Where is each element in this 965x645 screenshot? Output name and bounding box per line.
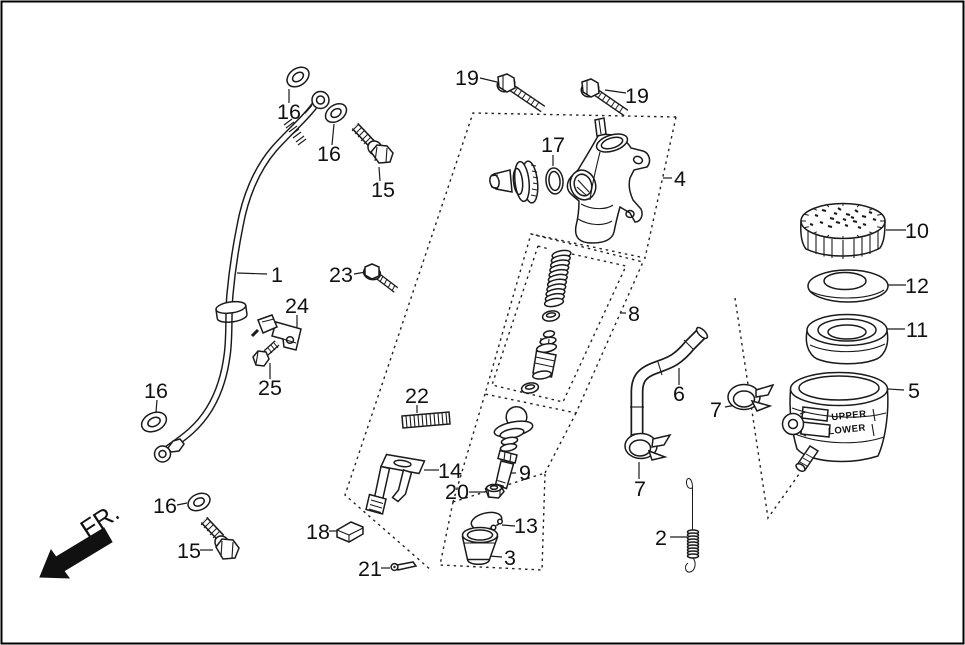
fr-arrow-icon: [39, 527, 113, 579]
callout-19-a: 19: [455, 66, 479, 90]
callout-10: 10: [905, 219, 929, 243]
part-15-oil-bolt: [351, 122, 394, 164]
callout-17: 17: [541, 133, 565, 157]
outline-piston-kit-inner-b: [491, 245, 628, 403]
part-7-clamp: [727, 383, 775, 412]
callout-16-d: 16: [153, 494, 177, 518]
callout-11: 11: [906, 318, 928, 342]
part-24-bracket: [250, 314, 302, 351]
part-23-bolt: [362, 263, 399, 293]
cap-ribs: [807, 231, 879, 259]
part-15-oil-bolt: [200, 516, 240, 560]
callout-12: 12: [905, 274, 929, 298]
outline-body-group: [530, 116, 677, 259]
hose-grommet: [215, 300, 248, 323]
callout-22: 22: [405, 384, 429, 408]
part-4-master-cylinder-body: [566, 117, 651, 244]
part-19-flange-bolt: [496, 73, 546, 113]
hose-banjo-top: [304, 90, 330, 118]
callout-6: 6: [673, 382, 685, 406]
callout-4: 4: [674, 167, 686, 191]
callout-16-c: 16: [144, 379, 168, 403]
kit-piston: [532, 330, 558, 380]
callout-23: 23: [329, 263, 353, 287]
callout-labels: 19 19 17 4 10 12 11 5 7 7 6 8 2 1 23 24 …: [144, 66, 929, 581]
callout-7-b: 7: [634, 477, 646, 501]
outline-link-right: [544, 412, 577, 474]
callout-3: 3: [504, 546, 516, 570]
outline-piston-kit-inner-a: [537, 245, 550, 250]
callout-1: 1: [271, 263, 283, 287]
part-16-washer: [286, 66, 310, 88]
cap-texture: [809, 207, 877, 229]
part-12-diaphragm-plate: [807, 269, 889, 303]
part-17-o-ring: [545, 167, 564, 195]
hose-spring-guard: [283, 118, 307, 146]
part-16-washer: [140, 411, 168, 433]
part-16-washer: [324, 102, 348, 124]
part-4-port-fitting: [489, 160, 539, 204]
part-11-diaphragm: [805, 313, 889, 365]
part-3-boot: [461, 526, 499, 566]
callout-24: 24: [285, 294, 309, 318]
callout-7-a: 7: [710, 398, 722, 422]
callout-8: 8: [628, 302, 640, 326]
callout-18: 18: [306, 520, 330, 544]
part-19-flange-bolt: [580, 78, 629, 117]
callout-25: 25: [258, 376, 282, 400]
part-10-reservoir-cap: [800, 202, 886, 259]
leader-lines: [155, 77, 906, 569]
outline-reservoir-link: [734, 297, 815, 520]
reservoir-lower-marking: LOWER: [828, 423, 867, 438]
callout-21: 21: [358, 557, 382, 581]
part-20-nut: [484, 483, 505, 499]
reservoir-outlet-nipple: [795, 444, 820, 473]
part-8-piston-kit: [520, 249, 572, 394]
kit-spring: [543, 249, 572, 308]
part-21-pin: [390, 561, 418, 572]
callout-15-a: 15: [371, 178, 395, 202]
callout-5: 5: [908, 379, 920, 403]
reservoir-upper-marking: UPPER: [831, 409, 867, 424]
part-9-push-rod: [493, 405, 534, 490]
outline-main-group: [344, 112, 677, 572]
callout-19-b: 19: [625, 84, 649, 108]
callout-20: 20: [445, 480, 469, 504]
part-5-reservoir-tank: UPPER LOWER: [781, 371, 889, 473]
part-18-clip: [336, 521, 364, 543]
kit-seal-upper: [541, 310, 561, 322]
callout-9: 9: [519, 461, 531, 485]
reservoir-mount-lug: [781, 411, 807, 437]
part-1-brake-hose: [153, 90, 330, 463]
callout-15-b: 15: [177, 539, 201, 563]
assembly-group-outlines: [344, 112, 815, 572]
hose-banjo-bottom: [153, 438, 185, 463]
callout-16-a: 16: [277, 100, 301, 124]
callout-16-b: 16: [317, 142, 341, 166]
part-16-washer: [187, 492, 211, 512]
part-25-bolt: [252, 340, 280, 367]
callout-14: 14: [438, 459, 462, 483]
part-22-adjuster-coil: [401, 411, 451, 429]
callout-13: 13: [514, 514, 538, 538]
part-14-clevis-joint: [365, 453, 426, 515]
kit-seal-lower: [520, 382, 540, 394]
part-2-spring: [685, 478, 700, 573]
callout-2: 2: [655, 526, 667, 550]
part-7-clamp: [624, 432, 672, 461]
